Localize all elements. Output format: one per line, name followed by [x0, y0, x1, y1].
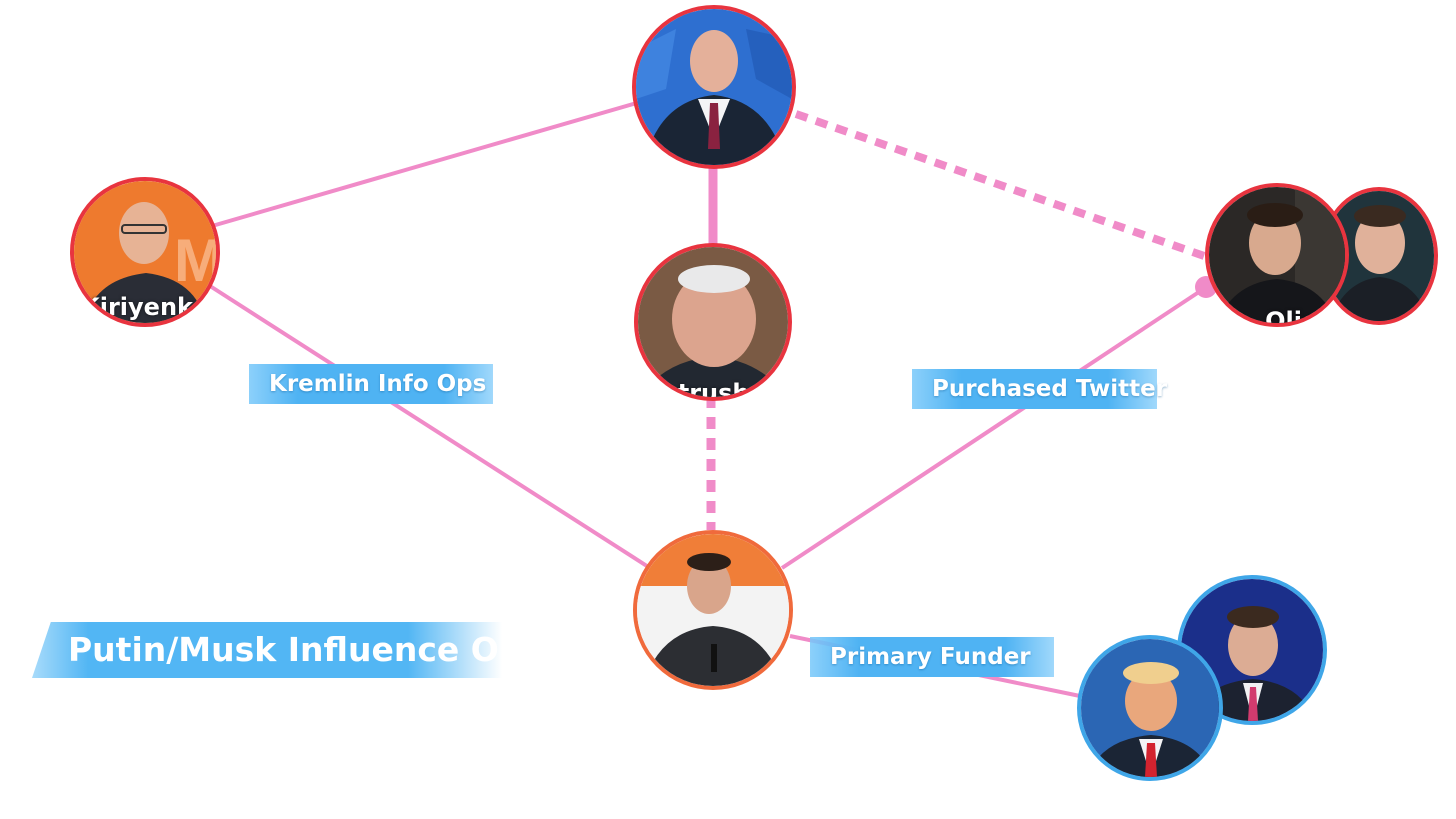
- node-trump-vance[interactable]: [1077, 635, 1223, 781]
- edge-putin-kiriyenko: [211, 100, 641, 228]
- oligarch-left-portrait: [1209, 187, 1345, 323]
- patrushev-label: Patrushev: [644, 379, 782, 401]
- diagram-title: Putin/Musk Influence Op: [32, 622, 502, 678]
- putin-portrait: [636, 9, 792, 165]
- musk-portrait: [637, 534, 789, 686]
- node-oligarchs[interactable]: Oligarchs: [1205, 183, 1349, 327]
- svg-text:M: M: [174, 227, 216, 294]
- node-putin[interactable]: [632, 5, 796, 169]
- patrushev-portrait: [638, 247, 788, 397]
- kiriyenko-portrait: M: [74, 181, 216, 323]
- node-patrushev[interactable]: Patrushev: [634, 243, 792, 401]
- edge-putin-oligarchs-dashed: [794, 110, 1212, 262]
- edge-musk-oligarchs: [780, 284, 1210, 570]
- edge-label-kremlin-info-ops: Kremlin Info Ops: [249, 364, 493, 404]
- node-musk[interactable]: [633, 530, 793, 690]
- edge-label-primary-funder: Primary Funder: [810, 637, 1054, 677]
- node-kiriyenko[interactable]: M Kiriyenko: [70, 177, 220, 327]
- kiriyenko-label: Kiriyenko: [81, 293, 209, 321]
- oligarchs-label: Oligarchs: [1265, 307, 1348, 327]
- edge-label-purchased-twitter: Purchased Twitter: [912, 369, 1167, 409]
- edge-kiriyenko-musk: [208, 284, 652, 570]
- trump-portrait: [1081, 639, 1219, 777]
